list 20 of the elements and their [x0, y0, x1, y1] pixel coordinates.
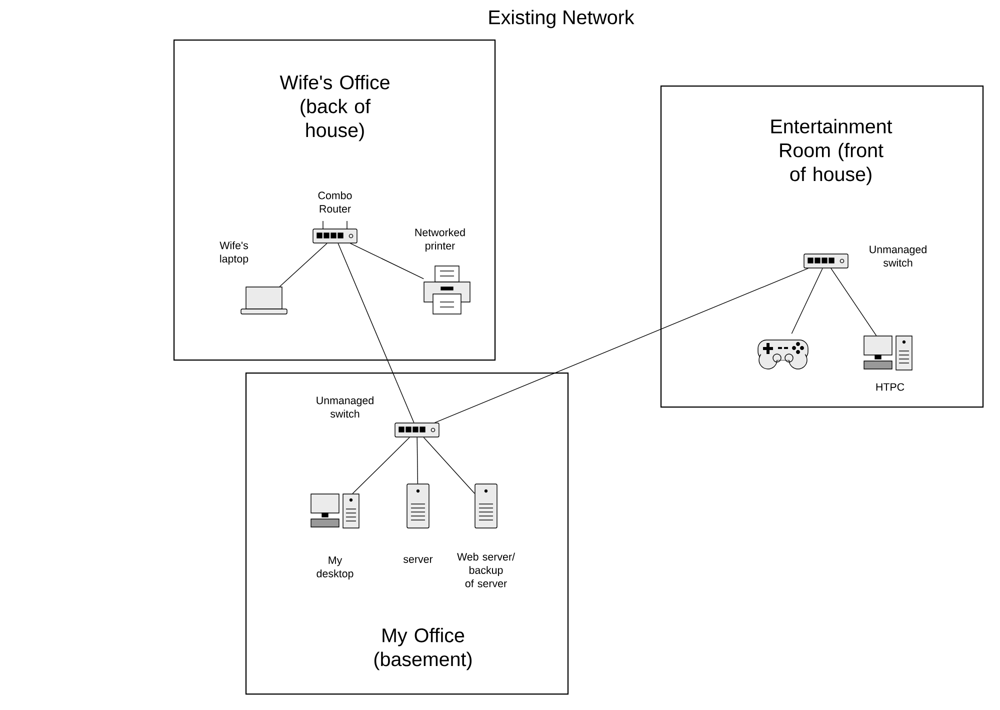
device-label: Networked printer [415, 228, 465, 252]
network-cable [434, 268, 809, 423]
network-cable [338, 243, 414, 423]
device-label: Unmanaged switch [870, 245, 926, 267]
gamepad-icon [758, 340, 808, 370]
network-cable [830, 268, 877, 336]
network-cable [423, 437, 475, 494]
device-label: Unmanaged switch [316, 396, 374, 418]
network-cable [350, 243, 424, 280]
network-cable [791, 268, 823, 334]
device-label: HTPC [876, 383, 904, 391]
device-label: Web server/ backup of server [457, 552, 515, 588]
network-cable [352, 437, 410, 494]
network-cable [416, 437, 418, 484]
diagram-title: Existing Network [489, 10, 634, 28]
network-cable [279, 243, 328, 287]
device-label: Combo Router [318, 191, 352, 213]
device-label: server [403, 557, 433, 563]
device-label: Wife's laptop [220, 241, 248, 265]
device-label: My desktop [316, 556, 354, 580]
